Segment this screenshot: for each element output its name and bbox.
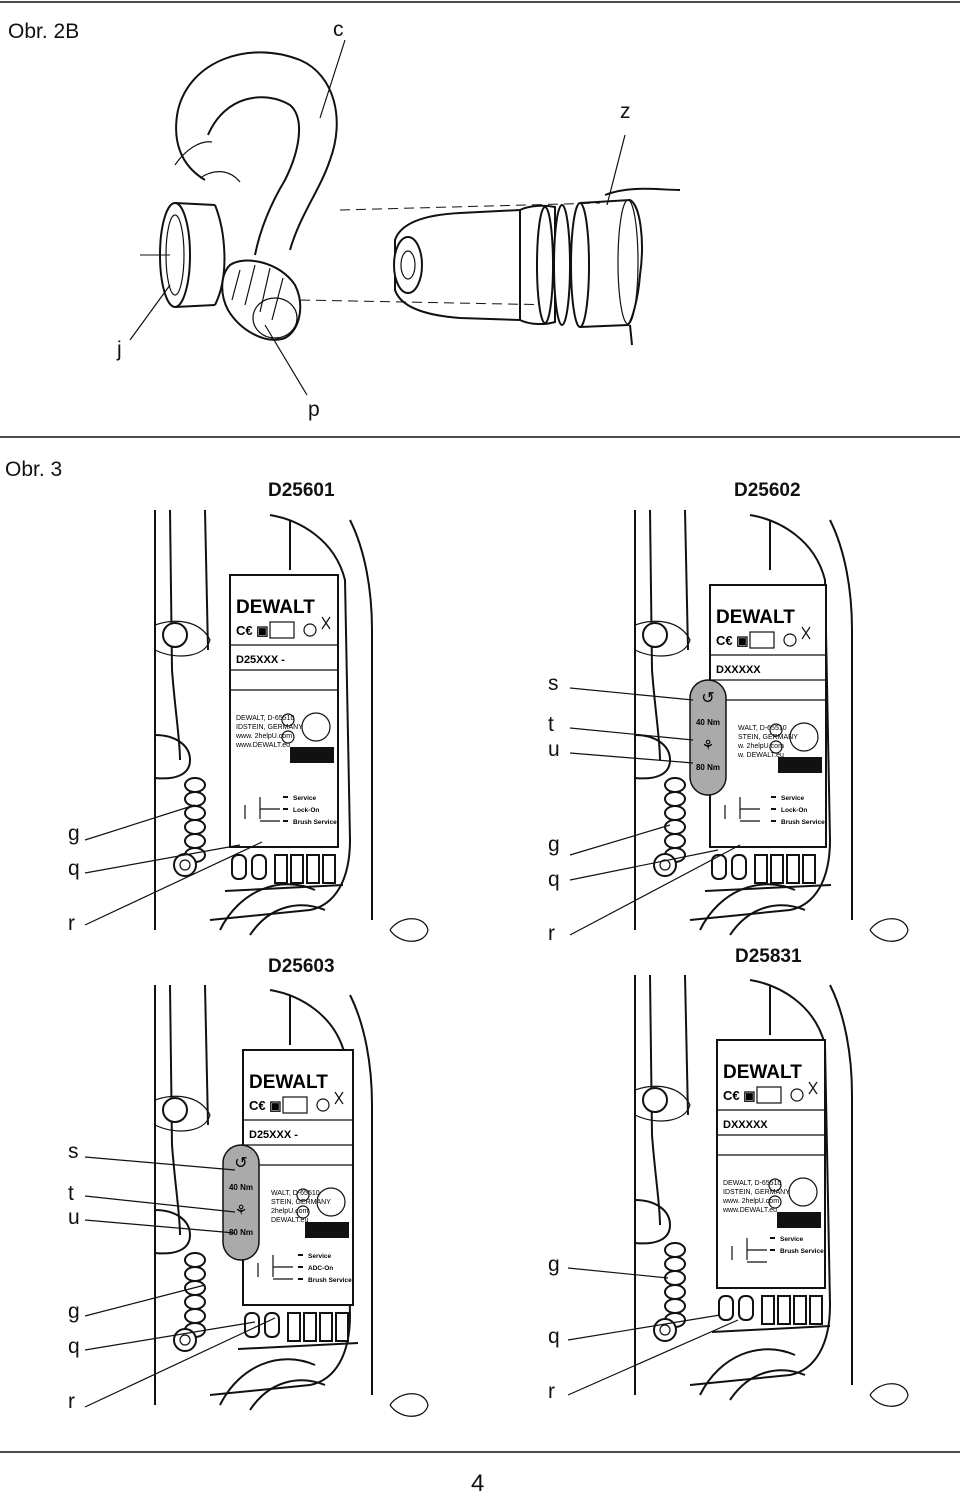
fig2b-drawing <box>129 39 681 396</box>
svg-text:STEIN, GERMANY: STEIN, GERMANY <box>271 1199 331 1206</box>
svg-text:IDSTEIN, GERMANY: IDSTEIN, GERMANY <box>723 1189 790 1196</box>
model-title-d25602: D25602 <box>734 480 801 501</box>
callout-t: t <box>68 1182 74 1205</box>
figure-3-title: Obr. 3 <box>5 458 63 481</box>
model-title-d25601: D25601 <box>268 480 335 501</box>
svg-text:⚘: ⚘ <box>702 738 715 754</box>
callout-u: u <box>548 738 560 761</box>
svg-text:IDSTEIN, GERMANY: IDSTEIN, GERMANY <box>236 724 303 731</box>
tool-panel-d25831: DEWALT C€ ▣ DXXXXX DEWALT, D-65510IDSTEIN, … <box>567 974 909 1407</box>
svg-text:WALT, D-65510: WALT, D-65510 <box>271 1190 320 1197</box>
mode-label: Service <box>781 795 805 802</box>
callout-g: g <box>68 822 80 845</box>
svg-text:C€ ▣: C€ ▣ <box>723 1088 756 1103</box>
callout-z: z <box>620 100 631 123</box>
callout-u: u <box>68 1206 80 1229</box>
callout-s: s <box>68 1140 79 1163</box>
dewalt-logo: DEWALT <box>723 1062 802 1083</box>
svg-text:C€ ▣: C€ ▣ <box>249 1098 282 1113</box>
dewalt-logo: DEWALT <box>236 597 315 618</box>
svg-text:↺: ↺ <box>234 1153 247 1172</box>
svg-text:www. 2helpU.com: www. 2helpU.com <box>722 1198 779 1205</box>
plate-model: D25XXX - <box>249 1129 298 1141</box>
mode-label: Service <box>293 795 317 802</box>
page-number: 4 <box>471 1470 485 1497</box>
callout-g: g <box>68 1300 80 1323</box>
svg-text:2helpU.com: 2helpU.com <box>271 1208 309 1215</box>
mode-label: Brush Service <box>293 819 337 826</box>
torque-low-label: 80 Nm <box>229 1228 253 1237</box>
dewalt-logo: DEWALT <box>249 1072 328 1093</box>
dewalt-logo: DEWALT <box>716 607 795 628</box>
mode-label: Service <box>308 1253 332 1260</box>
torque-high-label: 40 Nm <box>696 718 720 727</box>
svg-text:C€ ▣: C€ ▣ <box>716 633 749 648</box>
mode-label: Brush Service <box>780 1248 824 1255</box>
svg-text:WALT, D-65510: WALT, D-65510 <box>738 725 787 732</box>
model-title-d25603: D25603 <box>268 956 335 977</box>
callout-j: j <box>117 338 122 361</box>
torque-high-label: 40 Nm <box>229 1183 253 1192</box>
plate-model: DXXXXX <box>716 664 761 676</box>
callout-r: r <box>548 922 555 945</box>
tool-panel-d25601: DEWALT C€ ▣ D25XXX - DEWALT, D-65510IDSTEIN… <box>84 509 429 942</box>
svg-text:↺: ↺ <box>701 688 714 707</box>
svg-text:w. DEWALT.eu: w. DEWALT.eu <box>737 752 784 759</box>
svg-text:www. 2helpU.com: www. 2helpU.com <box>235 733 292 740</box>
figure-2b-title: Obr. 2B <box>8 20 80 43</box>
callout-q: q <box>68 1335 80 1358</box>
svg-text:STEIN, GERMANY: STEIN, GERMANY <box>738 734 798 741</box>
mode-label: Brush Service <box>308 1277 352 1284</box>
callout-g: g <box>548 833 560 856</box>
callout-c: c <box>333 18 344 41</box>
mode-label: Service <box>780 1236 804 1243</box>
callout-r: r <box>68 1390 75 1413</box>
svg-text:⚘: ⚘ <box>235 1203 248 1219</box>
callout-t: t <box>548 713 554 736</box>
mode-label: Brush Service <box>781 819 825 826</box>
svg-text:DEWALT, D-65510: DEWALT, D-65510 <box>236 715 294 722</box>
mode-label: Lock-On <box>781 807 807 814</box>
callout-r: r <box>548 1380 555 1403</box>
callout-p: p <box>308 398 320 421</box>
callout-q: q <box>68 857 80 880</box>
torque-low-label: 80 Nm <box>696 763 720 772</box>
plate-model: D25XXX - <box>236 654 285 666</box>
callout-q: q <box>548 868 560 891</box>
callout-q: q <box>548 1325 560 1348</box>
svg-text:www.DEWALT.eu: www.DEWALT.eu <box>235 742 290 749</box>
svg-text:w. 2helpU.com: w. 2helpU.com <box>737 743 784 750</box>
svg-text:DEWALT, D-65510: DEWALT, D-65510 <box>723 1180 781 1187</box>
svg-text:C€ ▣: C€ ▣ <box>236 623 269 638</box>
model-title-d25831: D25831 <box>735 946 802 967</box>
plate-model: DXXXXX <box>723 1119 768 1131</box>
callout-s: s <box>548 672 559 695</box>
mode-label: Lock-On <box>293 807 319 814</box>
svg-text:www.DEWALT.eu: www.DEWALT.eu <box>722 1207 777 1214</box>
svg-text:DEWALT.eu: DEWALT.eu <box>271 1217 308 1224</box>
mode-label: ADC-On <box>308 1265 333 1272</box>
callout-g: g <box>548 1253 560 1276</box>
callout-r: r <box>68 912 75 935</box>
